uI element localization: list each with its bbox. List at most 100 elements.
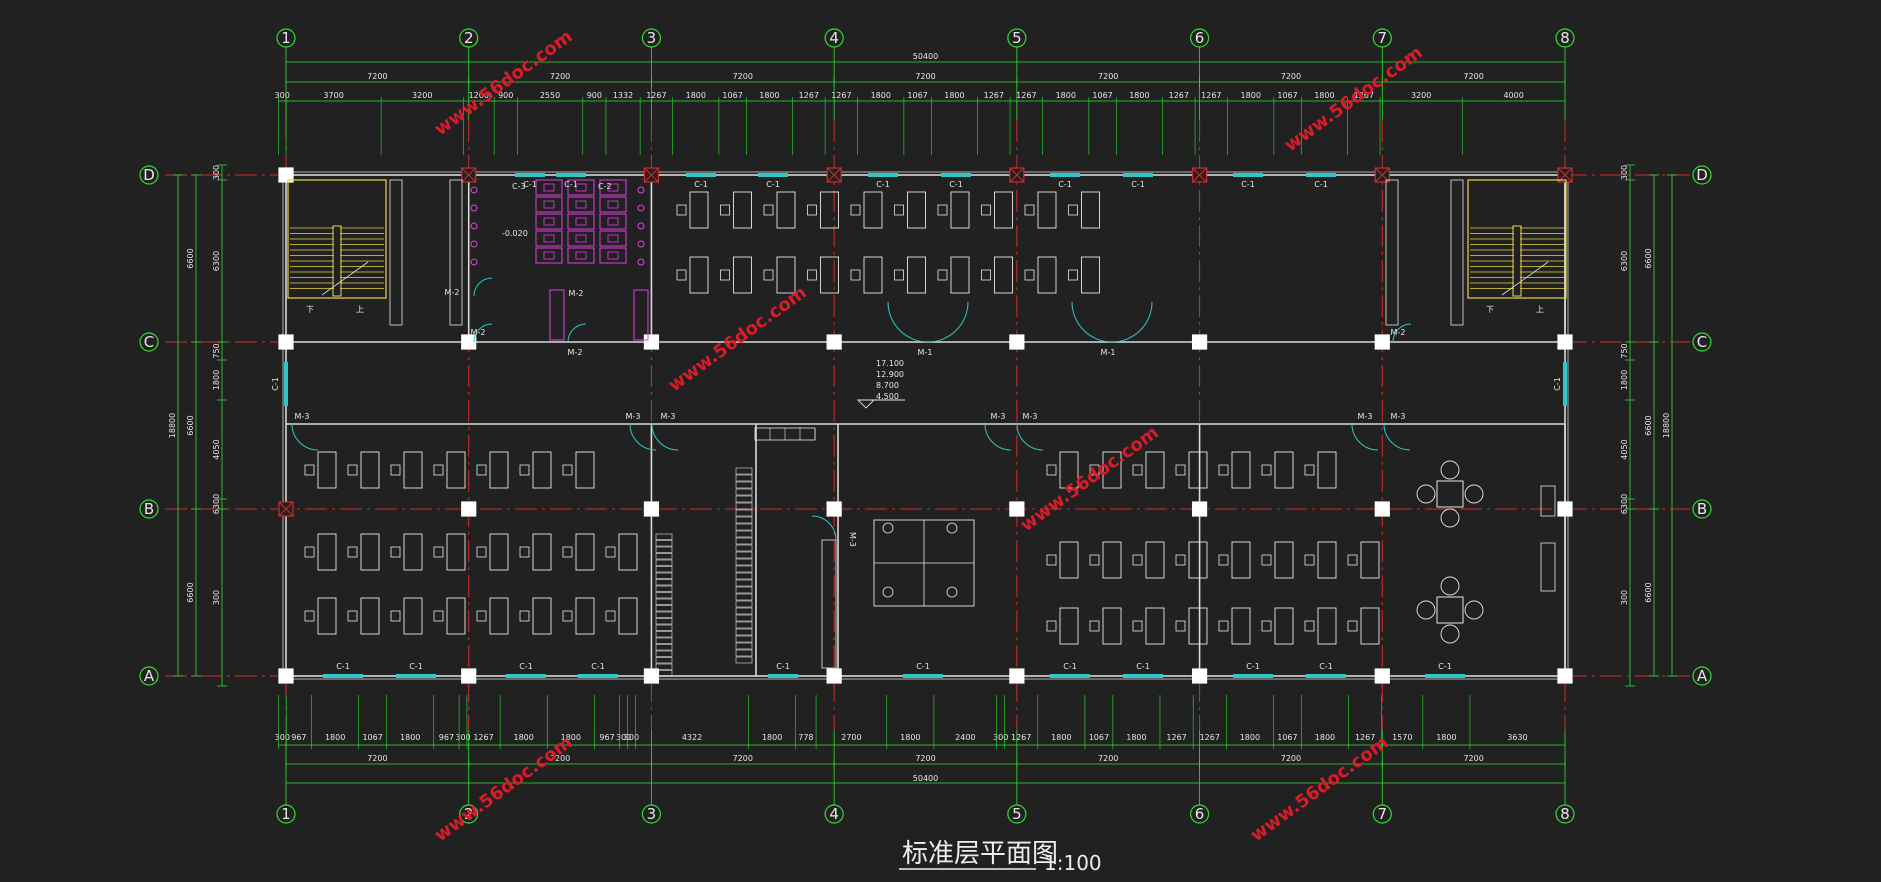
axis-label-B-right: B bbox=[1697, 500, 1707, 518]
dim-text-top_detail-11: 1800 bbox=[759, 91, 779, 100]
urinal-a-2 bbox=[470, 222, 478, 230]
workstation-chair-1 bbox=[946, 522, 958, 534]
window-top-3 bbox=[758, 173, 788, 177]
north-office-desk-1-6 bbox=[950, 256, 970, 294]
axis-bubble-D-right bbox=[1692, 165, 1712, 185]
door-m3-4 bbox=[1016, 423, 1044, 451]
column-cross-b-1-0 bbox=[461, 167, 477, 183]
north-office-chair-1-5 bbox=[894, 269, 904, 281]
se-office-row1-chair-0-4 bbox=[1218, 464, 1229, 476]
lounge-chair-1-0 bbox=[1440, 576, 1460, 596]
sw-office-row2-desk-0-3 bbox=[446, 533, 466, 571]
axis-label-B-left: B bbox=[144, 500, 154, 518]
sw-office-row2-chair-0-7 bbox=[605, 546, 616, 558]
axis-label-4-bottom: 4 bbox=[829, 805, 839, 823]
sw-office-row2-chair-1-7 bbox=[605, 610, 616, 622]
window-top-2 bbox=[686, 173, 716, 177]
urinal-a-4 bbox=[470, 258, 478, 266]
dim-text-top_detail-9: 1800 bbox=[686, 91, 706, 100]
workstation-chair-0 bbox=[882, 522, 894, 534]
door-tag-m3-archive: M-3 bbox=[848, 532, 857, 547]
dim-text-bottom_detail-1: 967 bbox=[291, 733, 306, 742]
axis-label-2-bottom: 2 bbox=[464, 805, 474, 823]
elevation-1: 12.900 bbox=[876, 370, 904, 379]
archive-shelf-a-27 bbox=[735, 656, 753, 664]
dim-text-top_detail-13: 1267 bbox=[831, 91, 851, 100]
archive-shelf-a-5 bbox=[735, 502, 753, 510]
archive-shelf-b-21 bbox=[655, 670, 673, 677]
urinal-a-3 bbox=[470, 240, 478, 248]
archive-shelf-b-19 bbox=[655, 657, 673, 664]
toilet-stall-3-0 bbox=[535, 230, 563, 247]
se-office-row1-desk-0-0 bbox=[1059, 451, 1079, 489]
north-office-desk-1-0 bbox=[689, 256, 709, 294]
archive-shelf-b-10 bbox=[655, 598, 673, 605]
se-office-row2-chair-1-0 bbox=[1046, 620, 1057, 632]
archive-shelf-b-8 bbox=[655, 585, 673, 592]
dim-text-bays-0: 7200 bbox=[367, 72, 387, 81]
column-cross-b-4-0 bbox=[1009, 167, 1025, 183]
column-2-2 bbox=[643, 501, 660, 517]
dim-text-top_detail-5: 2550 bbox=[540, 91, 560, 100]
archive-shelf-a-11 bbox=[735, 544, 753, 552]
column-cross-b-5-0 bbox=[1192, 167, 1207, 183]
window-bottom-9 bbox=[1306, 674, 1346, 678]
axis-label-1-top: 1 bbox=[281, 29, 291, 47]
dim-text-bays-1: 7200 bbox=[550, 754, 570, 763]
door-m3-archive bbox=[811, 515, 837, 541]
toilet-fixture-1-2 bbox=[607, 200, 619, 209]
archive-shelf-b-5 bbox=[655, 566, 673, 573]
dim-text-bottom_detail-32: 3630 bbox=[1507, 733, 1527, 742]
column-7-1 bbox=[1557, 334, 1573, 350]
archive-shelf-a-20 bbox=[735, 607, 753, 615]
north-office-desk-1-8 bbox=[1037, 256, 1057, 294]
sw-office-row1-desk-0-1 bbox=[360, 451, 380, 489]
dim-text-left_outer-1: 6600 bbox=[186, 415, 195, 435]
window-tag-bottom-4: C-1 bbox=[776, 662, 790, 671]
dim-text-bottom_detail-10: 967 bbox=[599, 733, 614, 742]
dim-text-top_detail-16: 1800 bbox=[944, 91, 964, 100]
north-office-chair-0-4 bbox=[850, 204, 861, 216]
dim-text-bays-4: 7200 bbox=[1098, 754, 1118, 763]
column-cross-b-3-0 bbox=[826, 167, 842, 183]
toilet-stall-0-1 bbox=[567, 179, 595, 196]
archive-shelf-a-21 bbox=[735, 614, 753, 622]
column-cross-b-6-0 bbox=[1374, 167, 1390, 183]
archive-shelf-a-24 bbox=[735, 635, 753, 643]
window-tag-top-2: C-1 bbox=[694, 180, 708, 189]
door-tag-m3-5: M-3 bbox=[1358, 412, 1373, 421]
se-office-row2-desk-1-4 bbox=[1231, 607, 1251, 645]
sw-office-row2-desk-1-3 bbox=[446, 597, 466, 635]
dim-text-bays-2: 7200 bbox=[733, 754, 753, 763]
column-3-2 bbox=[826, 501, 842, 517]
dim-text-bays-6: 7200 bbox=[1463, 754, 1483, 763]
cabinet-2 bbox=[1385, 179, 1399, 326]
archive-shelf-b-4 bbox=[655, 559, 673, 566]
door-tag-m3-4: M-3 bbox=[1023, 412, 1038, 421]
column-1-3 bbox=[461, 668, 477, 684]
dim-text-top_detail-23: 1267 bbox=[1201, 91, 1221, 100]
north-office-desk-0-7 bbox=[994, 191, 1013, 229]
dim-text-bottom_detail-2: 1800 bbox=[325, 733, 345, 742]
cabinet-0 bbox=[389, 179, 403, 326]
column-0-1 bbox=[278, 334, 294, 350]
toilet-fixture-0-2 bbox=[607, 183, 619, 192]
dim-text-top_detail-20: 1067 bbox=[1092, 91, 1112, 100]
north-office-desk-0-0 bbox=[689, 191, 709, 229]
se-office-row2-chair-1-7 bbox=[1347, 620, 1358, 632]
north-office-desk-0-6 bbox=[950, 191, 970, 229]
dim-text-top_detail-18: 1267 bbox=[1016, 91, 1036, 100]
se-office-row2-chair-1-1 bbox=[1089, 620, 1100, 632]
archive-shelf-a-16 bbox=[735, 579, 753, 587]
sw-office-row2-chair-0-5 bbox=[519, 546, 530, 558]
lounge-chair-1-3 bbox=[1464, 600, 1484, 620]
sofa-a bbox=[1540, 485, 1556, 517]
dim-text-top_detail-21: 1800 bbox=[1129, 91, 1149, 100]
archive-shelf-b-16 bbox=[655, 637, 673, 644]
north-office-desk-0-9 bbox=[1081, 191, 1100, 229]
column-0-3 bbox=[278, 668, 294, 684]
sw-office-row2-chair-1-5 bbox=[519, 610, 530, 622]
dim-text-top_detail-12: 1267 bbox=[799, 91, 819, 100]
dim-text-bottom_detail-0: 300 bbox=[275, 733, 290, 742]
